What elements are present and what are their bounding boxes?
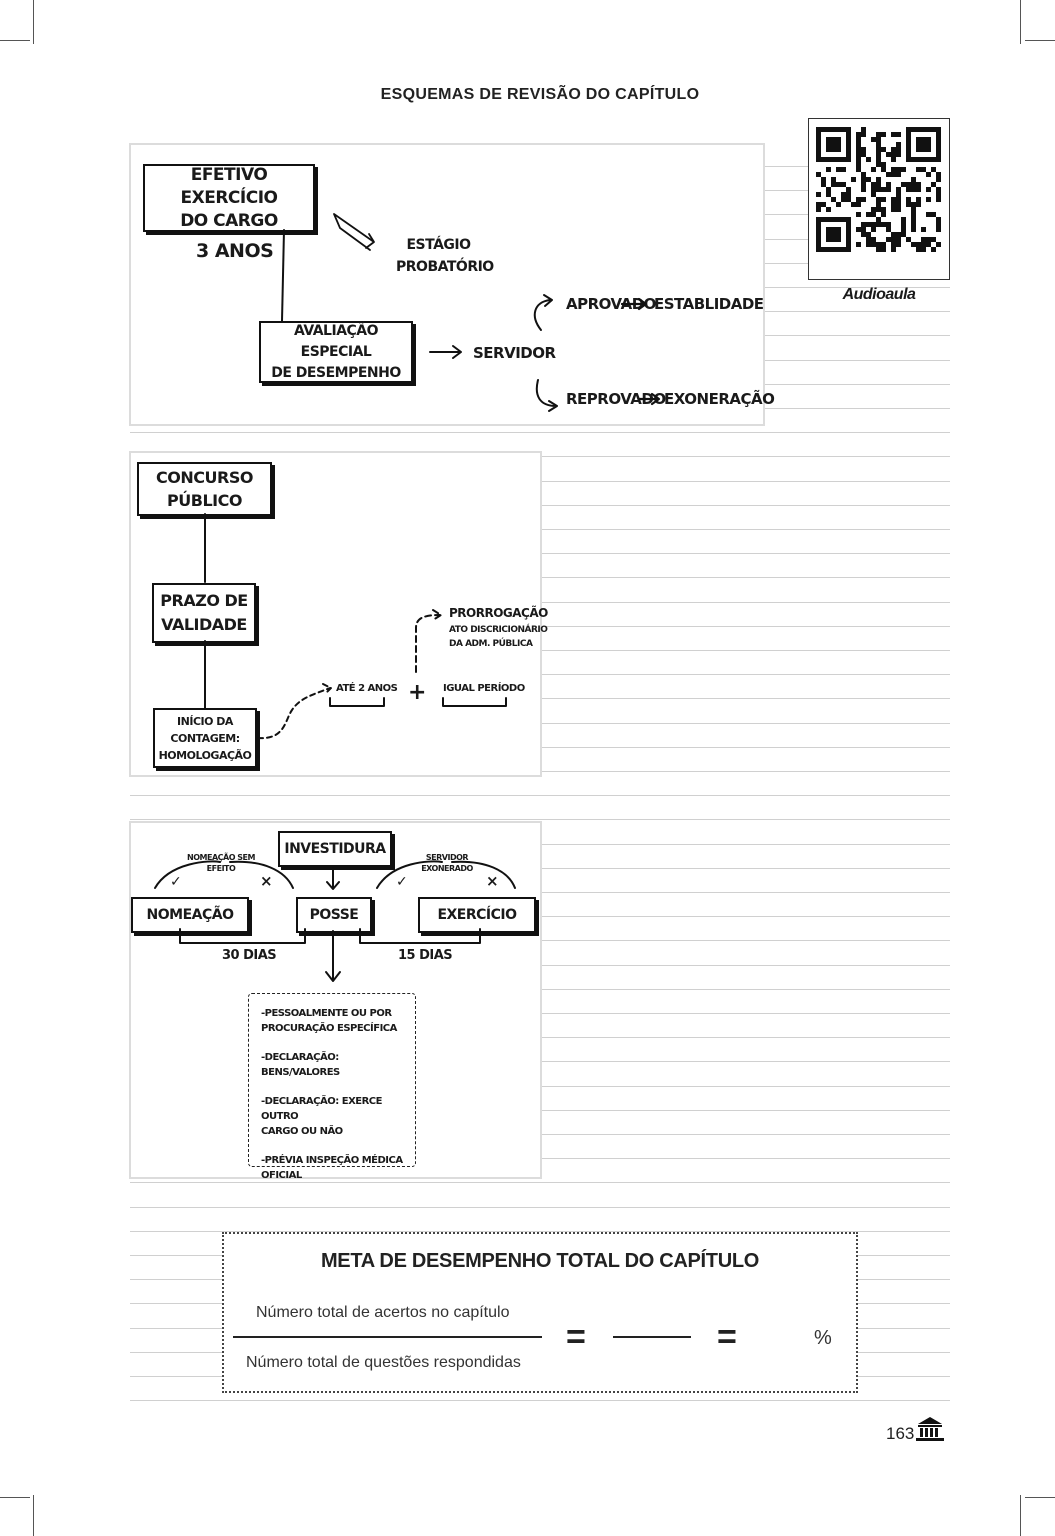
box-line: CONCURSO	[156, 468, 253, 487]
scheme-3-frame	[129, 821, 542, 1179]
note-line: EXONERADO	[421, 864, 473, 873]
cross-mark-2: ×	[486, 872, 499, 890]
box-exercicio: EXERCÍCIO	[418, 897, 536, 933]
stage-line: PROBATÓRIO	[396, 259, 494, 275]
box-line: NOMEAÇÃO	[146, 907, 234, 923]
requirement-line: -DECLARAÇÃO: BENS/VALORES	[261, 1052, 340, 1078]
requirement-item: -DECLARAÇÃO: BENS/VALORES	[261, 1050, 415, 1080]
requirement-item: -PESSOALMENTE OU POR PROCURAÇÃO ESPECÍFI…	[261, 1006, 415, 1036]
box-line: PRAZO DE	[160, 591, 248, 610]
box-line: INÍCIO DA	[177, 714, 233, 728]
duration-3-anos: 3 ANOS	[196, 240, 274, 262]
box-line: PÚBLICO	[167, 491, 242, 510]
fraction-line	[233, 1336, 542, 1338]
approved-label: APROVADO	[566, 295, 656, 313]
requirement-item: -PRÉVIA INSPEÇÃO MÉDICA OFICIAL	[261, 1153, 415, 1183]
box-line: INVESTIDURA	[284, 841, 386, 857]
box-investidura: INVESTIDURA	[278, 831, 392, 867]
stage-label: ESTÁGIO PROBATÓRIO	[396, 234, 494, 278]
ruled-line	[130, 1207, 950, 1208]
box-line: DO CARGO	[180, 210, 278, 231]
stability-label: ESTABLIDADE	[654, 295, 764, 313]
note-line: DA ADM. PÚBLICA	[449, 639, 533, 649]
box-line: POSSE	[309, 907, 359, 923]
meta-title: META DE DESEMPENHO TOTAL DO CAPÍTULO	[320, 1250, 760, 1272]
box-line: HOMOLOGAÇÃO	[158, 748, 252, 762]
requirement-line: CARGO OU NÃO	[261, 1126, 343, 1137]
box-nomeacao: NOMEAÇÃO	[131, 897, 249, 933]
no-effect-label: NOMEAÇÃO SEM EFEITO	[186, 852, 256, 874]
ruled-line	[130, 819, 950, 820]
requirement-line: OFICIAL	[261, 1170, 302, 1181]
exoneration-label: EXONERAÇÃO	[664, 390, 775, 408]
plus-sign: +	[408, 680, 426, 705]
result-line	[613, 1336, 691, 1338]
ruled-line	[130, 1231, 950, 1232]
cross-mark-1: ×	[260, 872, 273, 890]
check-mark-2: ✓	[396, 874, 408, 890]
requirement-line: PROCURAÇÃO ESPECÍFICA	[261, 1023, 397, 1034]
equals-sign-2: =	[717, 1318, 737, 1356]
page-title: ESQUEMAS DE REVISÃO DO CAPÍTULO	[380, 86, 700, 103]
box-line: EXERCÍCIO	[437, 907, 517, 923]
note-line: SERVIDOR	[425, 853, 469, 862]
requirement-item: -DECLARAÇÃO: EXERCE OUTRO CARGO OU NÃO	[261, 1094, 415, 1139]
meta-box	[222, 1232, 858, 1393]
exonerated-label: SERVIDOR EXONERADO	[412, 852, 482, 874]
percent-sign: %	[814, 1327, 832, 1349]
equal-period: IGUAL PERÍODO	[443, 683, 525, 694]
note-line: NOMEAÇÃO SEM	[187, 853, 255, 862]
box-line: DE DESEMPENHO	[271, 364, 401, 381]
up-to-2-years: ATÉ 2 ANOS	[336, 683, 398, 694]
stage-line: ESTÁGIO	[406, 237, 471, 253]
ruled-line	[130, 1400, 950, 1401]
requirement-line: -PESSOALMENTE OU POR	[261, 1008, 392, 1019]
ruled-line	[130, 1182, 950, 1183]
days-30-label: 30 DIAS	[222, 948, 277, 963]
server-label: SERVIDOR	[473, 344, 556, 362]
note-line: EFEITO	[206, 864, 236, 873]
check-mark-1: ✓	[170, 874, 182, 890]
box-efetivo-exercicio: EFETIVO EXERCÍCIO DO CARGO	[143, 164, 315, 232]
ruled-line	[130, 795, 950, 796]
requirements-box: -PESSOALMENTE OU POR PROCURAÇÃO ESPECÍFI…	[248, 993, 416, 1181]
extension-note: ATO DISCRICIONÁRIO DA ADM. PÚBLICA	[449, 623, 548, 651]
page-number: 163	[886, 1424, 915, 1443]
requirement-line: -PRÉVIA INSPEÇÃO MÉDICA	[261, 1155, 403, 1166]
requirement-line: -DECLARAÇÃO: EXERCE OUTRO	[261, 1096, 382, 1122]
box-concurso: CONCURSO PÚBLICO	[137, 462, 272, 516]
equals-sign-1: =	[566, 1318, 586, 1356]
box-line: EFETIVO EXERCÍCIO	[180, 164, 278, 208]
note-line: ATO DISCRICIONÁRIO	[449, 625, 548, 635]
meta-numerator: Número total de acertos no capítulo	[256, 1304, 510, 1321]
box-line: AVALIAÇÃO ESPECIAL	[293, 322, 379, 360]
extension-label: PRORROGAÇÃO	[449, 606, 548, 620]
days-15-label: 15 DIAS	[398, 948, 453, 963]
rejected-label: REPROVADO	[566, 390, 666, 408]
meta-denominator: Número total de questões respondidas	[246, 1354, 521, 1371]
box-line: CONTAGEM:	[170, 731, 240, 745]
box-avaliacao: AVALIAÇÃO ESPECIAL DE DESEMPENHO	[259, 321, 413, 383]
scheme-1-frame	[129, 143, 765, 426]
ruled-line	[130, 432, 950, 433]
box-line: VALIDADE	[161, 615, 247, 634]
qr-label: Audioaula	[842, 286, 916, 303]
